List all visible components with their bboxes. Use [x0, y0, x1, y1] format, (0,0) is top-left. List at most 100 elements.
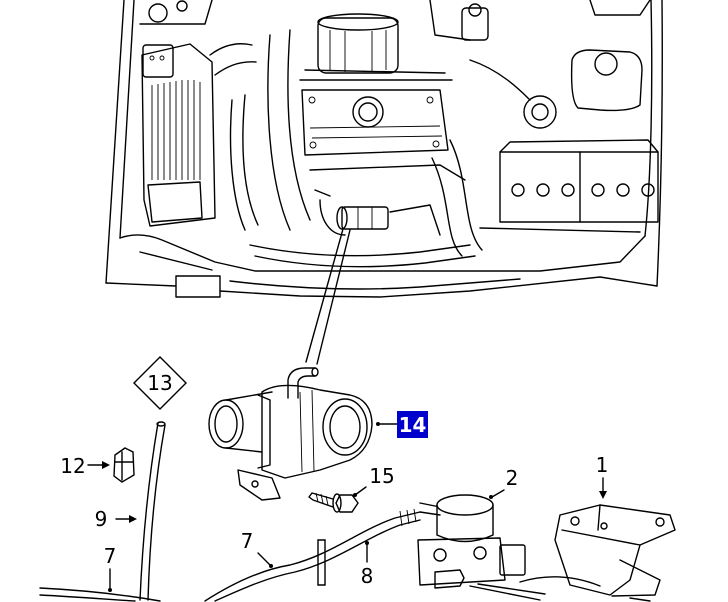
bracket-bend — [561, 504, 641, 546]
battery — [499, 151, 659, 223]
valve-location-rib — [357, 207, 373, 229]
valve-location-end — [336, 206, 348, 230]
pump-pulley — [523, 95, 557, 129]
screw — [308, 492, 359, 513]
callout-14[interactable]: 14 — [376, 411, 428, 438]
hose-left-a — [229, 94, 259, 231]
hose-7-connector — [399, 508, 417, 527]
housing-nipple-end — [311, 367, 319, 377]
pipe-8-cap — [317, 539, 326, 586]
callout-9-arrowhead — [129, 515, 137, 523]
oil-cap — [352, 96, 384, 128]
housing-tube — [225, 391, 273, 453]
pump-pulley-inner — [531, 103, 549, 121]
callout-2-dot — [489, 495, 493, 499]
callout-9[interactable]: 9 — [95, 507, 137, 531]
screw-washer — [332, 493, 342, 513]
fuel-rail — [309, 164, 466, 197]
callout-13-diamond — [133, 356, 187, 410]
air-filter-lid — [147, 181, 203, 223]
callout-7-left-dot — [108, 588, 112, 592]
callout-7-middle[interactable]: 7 — [241, 529, 273, 568]
callout-8[interactable]: 8 — [361, 541, 374, 588]
housing-flange-inner — [329, 405, 361, 449]
bracket-lower-arc — [519, 576, 651, 602]
air-duct — [209, 43, 257, 76]
valve-location — [341, 206, 389, 230]
valve-connector — [499, 544, 526, 576]
sensor-dot — [149, 55, 155, 61]
callout-14-highlight — [397, 411, 428, 438]
valve-cover-bolt — [309, 141, 317, 149]
callout-13-label: 13 — [147, 371, 172, 395]
callout-12[interactable]: 12 — [60, 454, 110, 478]
top-right-bracket — [589, 0, 651, 16]
intake-manifold — [299, 69, 453, 81]
callout-2[interactable]: 2 — [489, 466, 518, 499]
callout-15[interactable]: 15 — [353, 464, 395, 497]
fender-left-inner — [119, 0, 135, 239]
housing-mount-hole — [251, 480, 259, 488]
callout-7-left[interactable]: 7 — [104, 544, 117, 592]
engine-bay — [105, 0, 663, 365]
valve-port — [433, 548, 447, 562]
vacuum-hose-9 — [139, 421, 166, 601]
crossmember — [105, 276, 658, 298]
valve-cylinder — [436, 504, 494, 543]
callout-2-label: 2 — [506, 466, 519, 490]
vacuum-hose-7 — [39, 508, 421, 602]
housing-collar — [257, 394, 271, 469]
callout-1-label: 1 — [596, 453, 609, 477]
hose-7-middle — [204, 511, 421, 602]
housing-nipple — [287, 367, 316, 399]
top-bracket — [429, 0, 471, 41]
hose-9 — [139, 422, 166, 601]
callout-7-left-label: 7 — [104, 544, 117, 568]
bracket-foot — [611, 559, 661, 597]
valve-cover-bolt — [426, 96, 434, 104]
hose-top-right — [469, 59, 531, 101]
callout-8-dot — [365, 541, 369, 545]
callout-15-leader — [354, 486, 367, 496]
callout-1[interactable]: 1 — [596, 453, 609, 499]
screw-head — [335, 494, 359, 513]
callout-14-label: 14 — [399, 413, 427, 437]
bracket-hole — [600, 522, 608, 530]
oil-filter-rib — [329, 30, 387, 72]
valve-cylinder-top — [436, 494, 494, 516]
pipe-8 — [317, 539, 326, 586]
air-filter-sensor — [142, 44, 174, 78]
valve-bolt — [434, 569, 465, 589]
valve-cover-rib — [309, 125, 443, 139]
air-filter-rib — [151, 80, 201, 180]
oil-filter-top — [317, 13, 399, 31]
pipe-8-tube — [317, 539, 326, 586]
battery-cell-cap — [641, 183, 655, 197]
hose-9-end — [156, 421, 166, 427]
bracket-hole — [570, 516, 580, 526]
valve-cover-bolt — [308, 96, 316, 104]
mounting-bracket — [519, 504, 676, 602]
battery-cell-cap — [561, 183, 575, 197]
callout-7-middle-label: 7 — [241, 529, 254, 553]
sensor-dot — [159, 55, 165, 61]
housing-inlet-bore — [214, 405, 238, 443]
housing-inlet — [208, 399, 244, 449]
clip-body — [113, 447, 135, 483]
battery-cell-cap — [511, 183, 525, 197]
pipe-near-part — [319, 199, 441, 236]
housing-rib — [299, 389, 315, 473]
fender-right-outer — [656, 0, 663, 287]
fender-right-inner — [644, 0, 653, 237]
hose-7-left — [39, 587, 161, 602]
top-left-bracket — [139, 0, 213, 25]
fender-left-outer — [105, 0, 125, 284]
oil-filter-housing — [317, 17, 399, 74]
callout-15-label: 15 — [369, 464, 394, 488]
callout-13[interactable]: 13 — [133, 356, 187, 410]
callout-14-dot — [376, 422, 380, 426]
callout-2-leader — [491, 489, 505, 498]
bracket-hole — [655, 517, 665, 527]
housing-mount-tab — [237, 469, 281, 501]
